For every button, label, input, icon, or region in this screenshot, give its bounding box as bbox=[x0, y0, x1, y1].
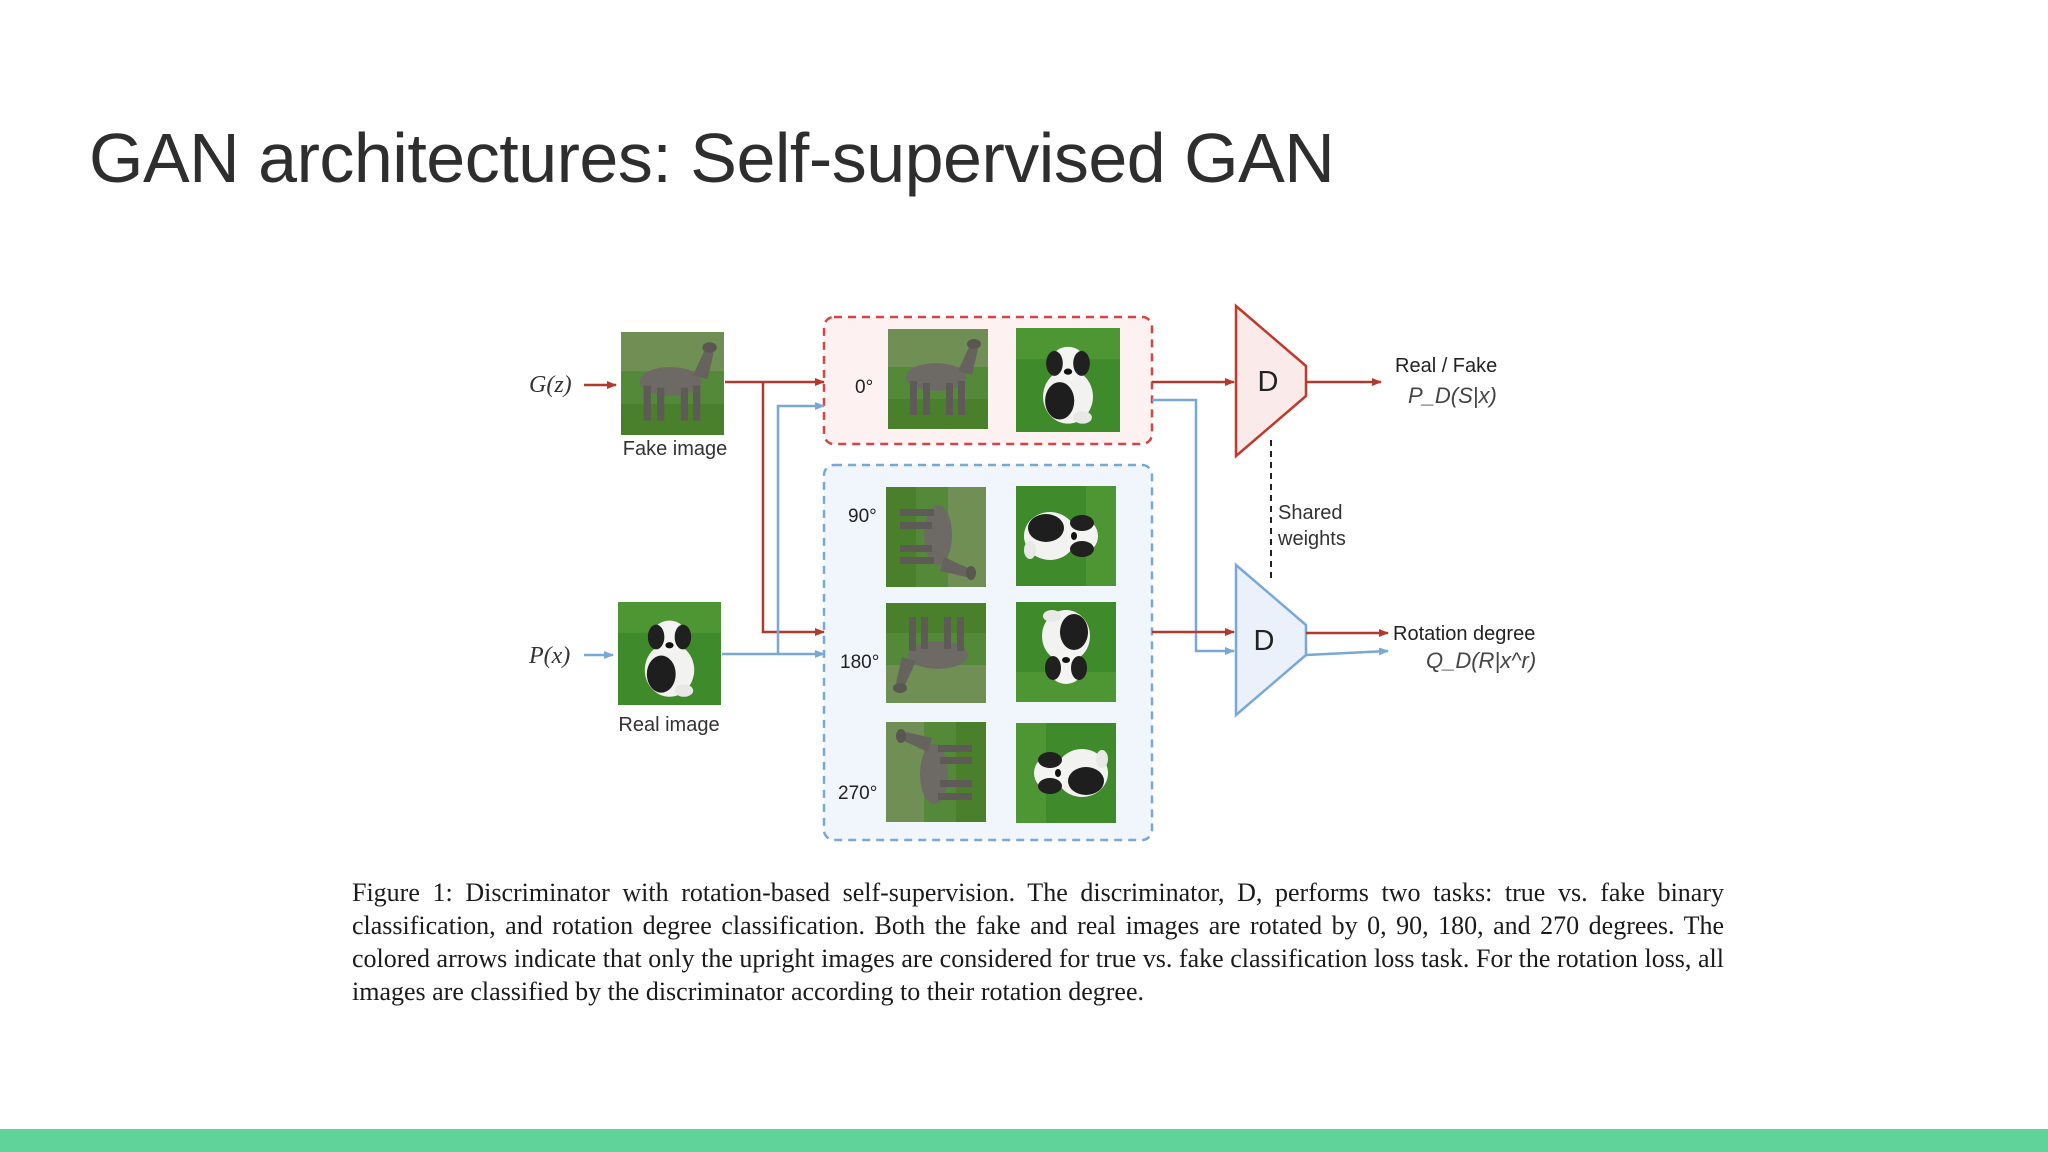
rotation-degree-output-label: Rotation degree bbox=[1393, 623, 1535, 645]
rotation-label-90: 90° bbox=[848, 506, 877, 527]
real-image-180 bbox=[1016, 602, 1116, 702]
fake-image-270 bbox=[886, 722, 986, 822]
fake-path-arrows bbox=[725, 378, 825, 636]
real-input-label: P(x) bbox=[528, 643, 570, 669]
shared-weights-label-2: weights bbox=[1277, 528, 1346, 550]
real-image bbox=[618, 602, 721, 705]
fake-image-90 bbox=[886, 487, 986, 587]
real-path-arrows bbox=[722, 402, 825, 658]
shared-weights-label: Shared bbox=[1278, 502, 1343, 524]
discriminator-bottom-label: D bbox=[1254, 625, 1275, 657]
real-image-caption: Real image bbox=[618, 714, 719, 736]
fake-image-0 bbox=[888, 329, 988, 429]
real-fake-output-label: Real / Fake bbox=[1395, 355, 1497, 377]
real-image-270 bbox=[1016, 723, 1116, 823]
generator-input-label: G(z) bbox=[529, 372, 572, 398]
real-image-90 bbox=[1016, 486, 1116, 586]
figure-caption: Figure 1: Discriminator with rotation-ba… bbox=[352, 878, 1724, 1006]
footer-accent-bar bbox=[0, 1129, 2048, 1152]
slide-title: GAN architectures: Self-supervised GAN bbox=[89, 119, 1335, 197]
real-image-0 bbox=[1016, 328, 1120, 432]
fake-image bbox=[621, 332, 724, 435]
rotation-label-0: 0° bbox=[855, 377, 873, 398]
discriminator-top-label: D bbox=[1258, 366, 1279, 398]
rotation-degree-output-formula: Q_D(R|x^r) bbox=[1426, 648, 1536, 673]
fake-image-caption: Fake image bbox=[623, 438, 728, 460]
rotation-label-270: 270° bbox=[838, 783, 877, 804]
box-to-discriminator-arrows bbox=[1152, 378, 1235, 655]
fake-image-180 bbox=[886, 603, 986, 703]
discriminator-top bbox=[1234, 303, 1308, 459]
real-fake-output-formula: P_D(S|x) bbox=[1408, 383, 1497, 408]
rotation-label-180: 180° bbox=[840, 652, 879, 673]
output-arrows bbox=[1305, 378, 1389, 657]
